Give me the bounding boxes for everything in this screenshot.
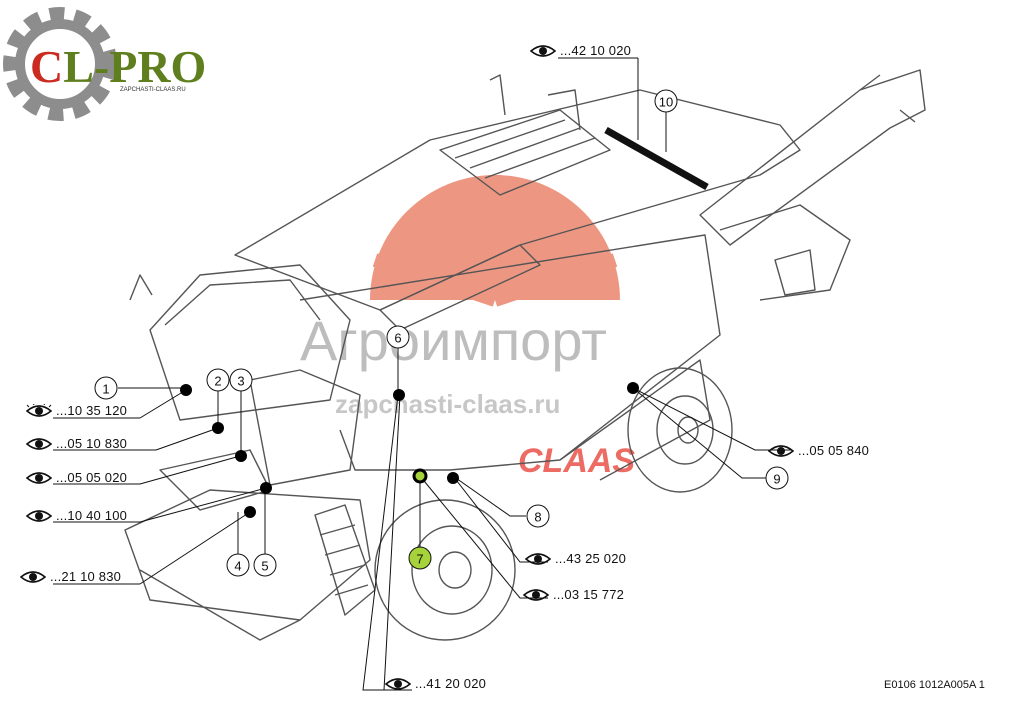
reference-10-35-120[interactable]: ...10 35 120 xyxy=(26,403,127,418)
reference-code: ...05 05 840 xyxy=(798,443,870,458)
callout-6[interactable]: 6 xyxy=(386,325,410,349)
watermark: Агроимпорт zapchasti-claas.ru CLAAS xyxy=(300,175,635,480)
svg-text:4: 4 xyxy=(234,559,241,574)
eye-icon xyxy=(26,509,52,522)
reference-05-10-830[interactable]: ...05 10 830 xyxy=(26,436,127,451)
reference-code: ...43 25 020 xyxy=(555,551,627,566)
eye-icon xyxy=(26,471,52,484)
attachment-points xyxy=(180,382,639,518)
svg-text:9: 9 xyxy=(773,472,780,487)
svg-text:1: 1 xyxy=(102,382,109,397)
leader-lines xyxy=(53,57,792,691)
reference-code: ...03 15 772 xyxy=(553,587,625,602)
reference-21-10-830[interactable]: ...21 10 830 xyxy=(20,569,121,584)
eye-icon xyxy=(20,570,46,583)
callout-5[interactable]: 5 xyxy=(253,553,277,577)
eye-icon xyxy=(523,588,549,601)
reference-code: ...41 20 020 xyxy=(415,676,487,691)
reference-code: ...42 10 020 xyxy=(560,43,632,58)
callout-1[interactable]: 1 xyxy=(94,376,118,400)
svg-text:6: 6 xyxy=(394,331,401,346)
reference-code: ...21 10 830 xyxy=(50,569,122,584)
reference-code: ...05 05 020 xyxy=(56,470,128,485)
reference-03-15-772[interactable]: ...03 15 772 xyxy=(523,587,624,602)
reference-05-05-020[interactable]: ...05 05 020 xyxy=(26,470,127,485)
reference-41-20-020[interactable]: ...41 20 020 xyxy=(385,676,486,691)
reference-code: ...05 10 830 xyxy=(56,436,128,451)
reference-05-05-840[interactable]: ...05 05 840 xyxy=(768,443,869,458)
svg-text:2: 2 xyxy=(214,374,221,389)
reference-code: ...10 35 120 xyxy=(56,403,128,418)
callout-7[interactable]: 7 xyxy=(408,546,432,570)
svg-text:3: 3 xyxy=(237,374,244,389)
callout-2[interactable]: 2 xyxy=(206,368,230,392)
gear-icon xyxy=(3,7,117,121)
reference-43-25-020[interactable]: ...43 25 020 xyxy=(525,551,626,566)
reference-code: ...10 40 100 xyxy=(56,508,128,523)
watermark-title: Агроимпорт xyxy=(300,309,607,372)
eye-icon xyxy=(525,552,551,565)
svg-text:5: 5 xyxy=(261,559,268,574)
eye-icon xyxy=(768,444,794,457)
eye-icon xyxy=(530,44,556,57)
eye-icon xyxy=(26,437,52,450)
callout-3[interactable]: 3 xyxy=(229,368,253,392)
cl-pro-logo: CL-PRO ZAPCHASTI-CLAAS.RU xyxy=(3,7,206,121)
callout-9[interactable]: 9 xyxy=(765,466,789,490)
svg-text:10: 10 xyxy=(659,95,673,110)
callout-8[interactable]: 8 xyxy=(526,504,550,528)
watermark-url: zapchasti-claas.ru xyxy=(335,389,560,419)
callout-10[interactable]: 10 xyxy=(654,89,678,113)
eye-icon xyxy=(385,677,411,690)
drawing-code: E0106 1012A005A 1 xyxy=(884,679,985,691)
logo-text: CL-PRO xyxy=(30,41,206,92)
svg-text:8: 8 xyxy=(534,510,541,525)
svg-text:7: 7 xyxy=(416,552,423,567)
logo-tagline: ZAPCHASTI-CLAAS.RU xyxy=(120,87,186,93)
decal-strip-10 xyxy=(604,126,709,191)
machine-outline xyxy=(124,69,926,641)
reference-42-10-020[interactable]: ...42 10 020 xyxy=(530,43,631,58)
callout-4[interactable]: 4 xyxy=(226,553,250,577)
eye-icon xyxy=(26,403,52,417)
watermark-sun-icon xyxy=(370,175,620,307)
reference-10-40-100[interactable]: ...10 40 100 xyxy=(26,508,127,523)
